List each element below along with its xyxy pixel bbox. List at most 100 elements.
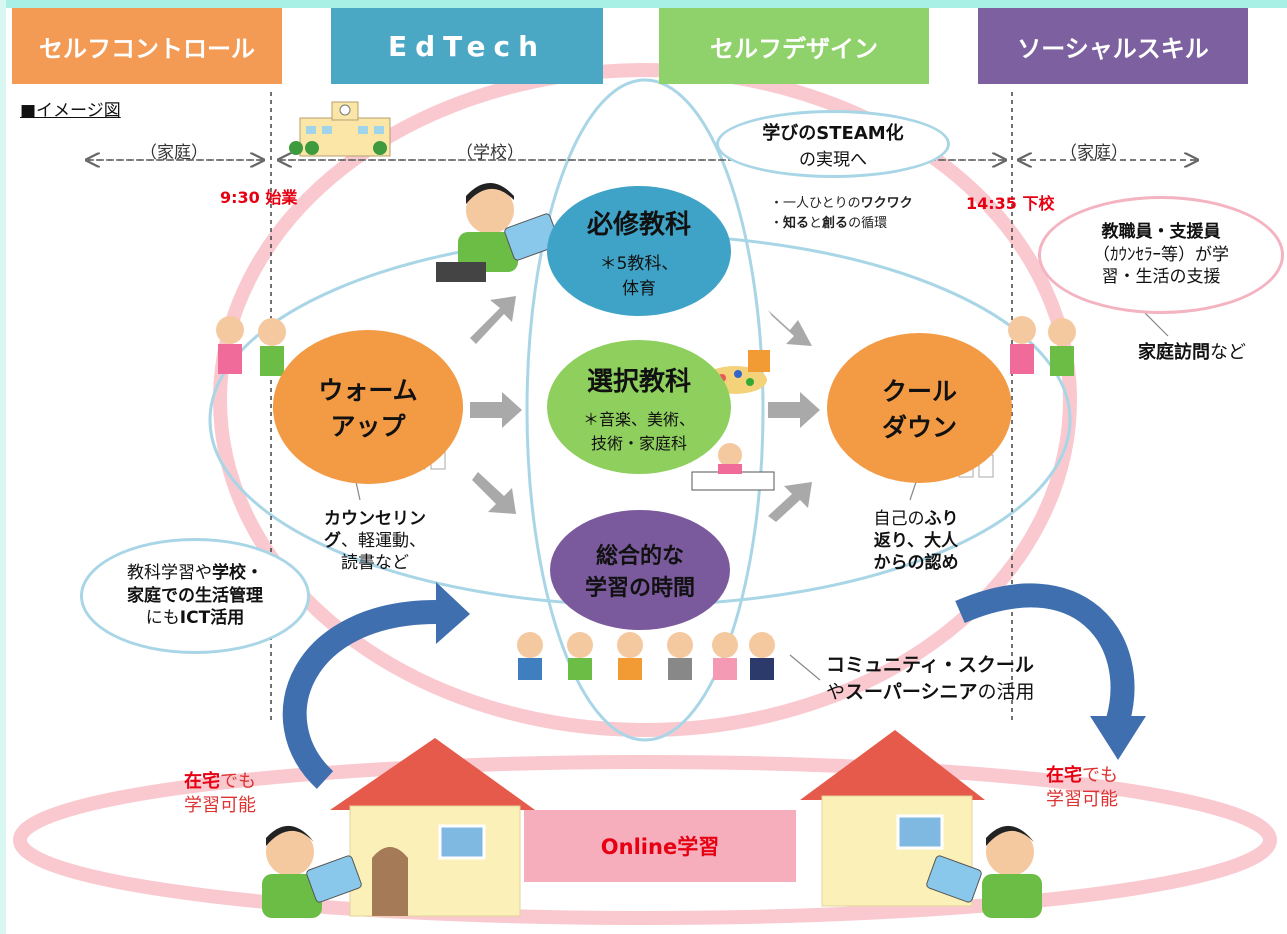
keyboard-icon	[691, 443, 775, 491]
ict-line3: にもICT活用	[146, 607, 244, 630]
elective-sub2: 技術・家庭科	[590, 433, 687, 453]
steam-bullets: ・一人ひとりのワクワク ・知ると創るの循環	[770, 194, 913, 233]
steam-bullet-2: ・知ると創るの循環	[770, 214, 913, 234]
student-with-tablet-bottom-left	[262, 825, 362, 918]
left-house-icon	[330, 738, 535, 917]
home-visit-rest: など	[1210, 342, 1246, 363]
community-line2: やスーパーシニアの活用	[826, 679, 1034, 706]
left-curved-arrow	[282, 599, 441, 789]
staff-line2: （ｶｳﾝｾﾗｰ等）が学	[1093, 244, 1229, 265]
school-building-icon	[289, 101, 391, 157]
cooldown-caption-line1: 自己のふり	[856, 508, 976, 530]
left-curved-arrow-head	[436, 582, 470, 644]
home-study-right-rest: でも	[1082, 765, 1118, 786]
warmup-caption: カウンセリン グ、軽運動、 読書など	[300, 508, 450, 574]
elective-subjects-circle: 選択教科 ＊音楽、美術、 技術・家庭科	[547, 340, 731, 474]
ict-callout: 教科学習や学校・ 家庭での生活管理 にもICT活用	[80, 538, 310, 654]
start-time-label: 始業	[265, 188, 298, 207]
home-study-right-line2: 学習可能	[1046, 789, 1118, 811]
steam-bullet-2-a: ・	[770, 215, 784, 231]
warmup-line2: アップ	[330, 412, 406, 441]
community-line2-rest: の活用	[977, 680, 1035, 703]
header-edtech-label: EdTech	[387, 29, 547, 63]
elective-sub1: ＊音楽、美術、	[582, 409, 695, 429]
steam-bullet-2-b: 知る	[783, 215, 810, 231]
elective-title: 選択教科	[586, 366, 691, 397]
community-line1: コミュニティ・スクール	[826, 654, 1034, 676]
right-curved-arrow	[955, 583, 1135, 724]
steam-bullet-2-e: の循環	[848, 215, 888, 231]
home-study-left-line1: 在宅でも	[184, 770, 256, 794]
cooldown-line1: クール	[881, 377, 957, 406]
ict-line3-pre: にも	[145, 608, 180, 629]
steam-callout: 学びのSTEAM化 の実現へ	[716, 110, 950, 178]
flow-arrows	[470, 296, 820, 522]
left-accent-band	[0, 0, 6, 934]
cooldown-line2: ダウン	[881, 413, 957, 442]
ict-line1-pre: 教科学習や	[127, 562, 212, 583]
home-study-right-line1: 在宅でも	[1046, 764, 1118, 788]
steam-bullet-1-pre: ・一人ひとりの	[770, 196, 861, 211]
steam-bullet-1: ・一人ひとりのワクワク	[770, 194, 913, 214]
home-left-label: （家庭）	[140, 143, 208, 163]
home-right-label: （家庭）	[1060, 143, 1128, 163]
community-people-icon	[517, 632, 775, 680]
cooldown-caption-line2: 返り、大人	[873, 531, 959, 552]
warmup-caption-line2-bold: グ	[324, 531, 341, 552]
header-self-control: セルフコントロール	[12, 8, 282, 84]
header-edtech: EdTech	[331, 8, 603, 84]
ict-line3-bold: ICT活用	[179, 608, 245, 629]
required-title: 必修教科	[586, 209, 691, 240]
header-social-skill: ソーシャルスキル	[978, 8, 1248, 84]
outer-pink-ring	[213, 63, 1077, 737]
integrated-line2: 学習の時間	[584, 576, 695, 601]
steam-line1: 学びのSTEAM化	[762, 122, 904, 144]
community-caption: コミュニティ・スクール やスーパーシニアの活用	[826, 652, 1034, 705]
children-right-icon	[1008, 316, 1076, 376]
cooldown-caption-line3: からの認め	[873, 553, 959, 574]
steam-line2: の実現へ	[799, 149, 867, 170]
home-study-left: 在宅でも 学習可能	[184, 770, 256, 819]
required-sub2: 体育	[622, 278, 656, 299]
home-study-right-red: 在宅	[1046, 765, 1082, 786]
ict-line1: 教科学習や学校・	[127, 562, 263, 585]
cooldown-circle: クール ダウン	[827, 333, 1012, 483]
student-with-tablet-bottom-right	[926, 825, 1042, 918]
home-visit-label: 家庭訪問など	[1138, 338, 1246, 364]
steam-bullet-1-bold: ワクワク	[860, 196, 913, 211]
integrated-line1: 総合的な	[595, 544, 684, 569]
start-time-value: 9:30	[220, 188, 260, 207]
start-time: 9:30 始業	[220, 184, 297, 208]
community-pointer-line	[789, 654, 821, 681]
community-line2-pre: や	[826, 680, 846, 703]
header-self-design-label: セルフデザイン	[710, 34, 878, 63]
image-label: ■イメージ図	[20, 101, 121, 121]
ict-line1-bold: 学校・	[212, 562, 263, 583]
home-study-right: 在宅でも 学習可能	[1046, 764, 1118, 813]
header-self-control-label: セルフコントロール	[39, 34, 255, 63]
school-label: （学校）	[456, 143, 524, 163]
online-learning-box: Online学習	[524, 810, 796, 882]
warmup-circle: ウォーム アップ	[273, 330, 463, 484]
staff-line3: 習・生活の支援	[1101, 267, 1221, 288]
required-subjects-circle: 必修教科 ＊5教科、 体育	[547, 186, 731, 316]
warmup-caption-line3: 読書など	[341, 553, 409, 574]
warmup-caption-line2-rest: 、軽運動、	[341, 531, 426, 552]
ict-line2: 家庭での生活管理	[127, 585, 263, 606]
home-visit-bold: 家庭訪問	[1138, 342, 1210, 363]
cooldown-caption: 自己のふり 返り、大人 からの認め	[856, 508, 976, 574]
header-self-design: セルフデザイン	[659, 8, 929, 84]
staff-line1: 教職員・支援員	[1101, 221, 1221, 242]
cooldown-caption-line1-bold: ふり	[924, 509, 959, 529]
student-with-tablet-top	[436, 183, 560, 282]
top-accent-band	[0, 0, 1287, 8]
home-study-left-rest: でも	[220, 771, 256, 792]
warmup-caption-line1: カウンセリン	[324, 509, 426, 529]
end-time-value: 14:35	[966, 194, 1017, 213]
online-pink-ring	[13, 755, 1277, 925]
warmup-caption-line2: グ、軽運動、	[300, 530, 450, 552]
children-left-icon	[216, 316, 286, 376]
right-curved-arrow-head	[1090, 716, 1146, 760]
steam-bullet-2-d: 創る	[822, 215, 849, 231]
